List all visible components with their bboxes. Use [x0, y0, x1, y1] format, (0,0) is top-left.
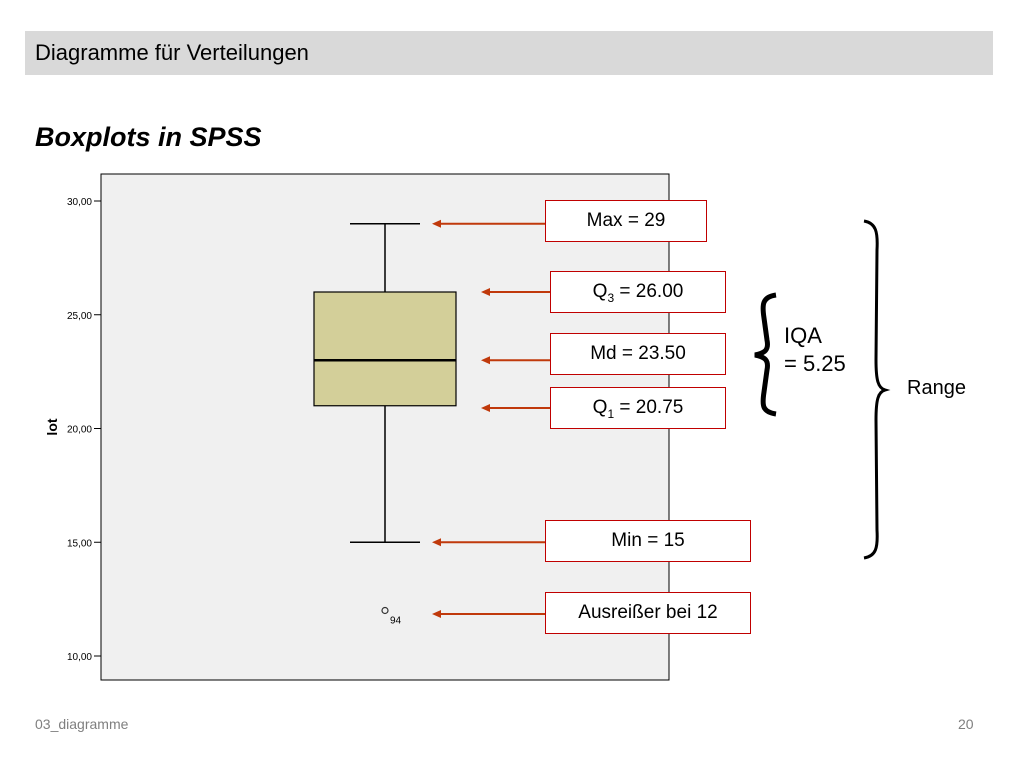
- min-arrow-head: [432, 538, 441, 547]
- y-tick-label: 10,00: [67, 652, 92, 663]
- outlier-arrow-head: [432, 610, 441, 618]
- range-brace: [863, 219, 891, 560]
- iqa-brace: [754, 292, 777, 417]
- iqa-line2: = 5.25: [784, 351, 846, 376]
- median-arrow-head: [481, 356, 490, 365]
- iqa-line1: IQA: [784, 323, 822, 348]
- outlier-label: 94: [390, 616, 402, 627]
- y-tick-label: 20,00: [67, 425, 92, 436]
- q1-label: Q1 = 20.75: [550, 387, 726, 429]
- y-tick-label: 30,00: [67, 197, 92, 208]
- range-annotation: Range: [907, 377, 966, 399]
- outlier-point: [381, 606, 389, 615]
- annotation-arrows: [432, 219, 550, 618]
- iqr-box: [313, 291, 457, 407]
- y-axis-label: lot: [44, 418, 60, 435]
- header-title: Diagramme für Verteilungen: [35, 40, 309, 65]
- footer-page-number: 20: [958, 716, 974, 732]
- q1-arrow-head: [481, 404, 490, 412]
- min-label: Min = 15: [545, 520, 751, 562]
- header-bar: Diagramme für Verteilungen: [25, 31, 993, 75]
- iqa-annotation: IQA = 5.25: [784, 322, 846, 378]
- median-label: Md = 23.50: [550, 333, 726, 375]
- outlier-label: Ausreißer bei 12: [545, 592, 751, 634]
- footer-filename: 03_diagramme: [35, 716, 129, 732]
- max-arrow-head: [432, 219, 441, 228]
- slide-title: Boxplots in SPSS: [35, 122, 262, 152]
- max-label: Max = 29: [545, 200, 707, 242]
- q3-label: Q3 = 26.00: [550, 271, 726, 313]
- y-axis: 10,00 15,00 20,00 25,00 30,00: [67, 197, 101, 663]
- y-tick-label: 15,00: [67, 538, 92, 549]
- y-tick-label: 25,00: [67, 311, 92, 322]
- q3-arrow-head: [481, 288, 490, 296]
- box-group: 94: [313, 223, 457, 627]
